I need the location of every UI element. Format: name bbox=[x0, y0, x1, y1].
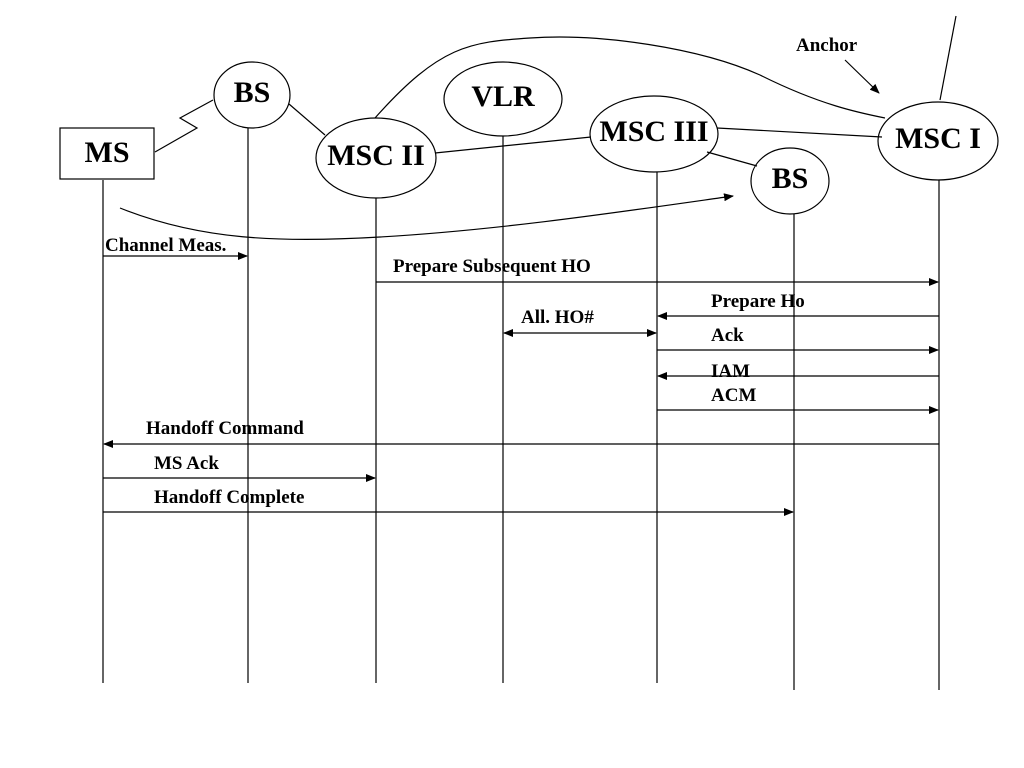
label-channel-meas: Channel Meas. bbox=[105, 235, 226, 256]
label-prepare-subsequent-ho: Prepare Subsequent HO bbox=[393, 256, 591, 277]
anchor-label: Anchor bbox=[796, 35, 858, 56]
label-ack: Ack bbox=[711, 325, 744, 346]
anchor-curve bbox=[374, 36, 886, 119]
vlr-node bbox=[443, 61, 563, 137]
msc-i-label: MSC I bbox=[895, 122, 981, 155]
link-msc-iii-bs bbox=[706, 151, 758, 167]
label-handoff-complete: Handoff Complete bbox=[154, 487, 304, 508]
label-acm: ACM bbox=[711, 385, 756, 406]
ms-label: MS bbox=[85, 136, 130, 169]
handoff-path-arrow bbox=[119, 193, 734, 241]
bs-left-node bbox=[213, 61, 291, 129]
vlr-label: VLR bbox=[471, 80, 535, 113]
label-prepare-ho: Prepare Ho bbox=[711, 291, 805, 312]
msc-i-node bbox=[877, 101, 999, 181]
label-handoff-command: Handoff Command bbox=[146, 418, 304, 439]
bs-left-label: BS bbox=[234, 76, 271, 109]
label-iam: IAM bbox=[711, 361, 750, 382]
link-msc-ii-msc-iii bbox=[434, 136, 592, 154]
label-all-ho: All. HO# bbox=[521, 307, 594, 328]
msc-i-antenna bbox=[939, 15, 957, 101]
msc-ii-label: MSC II bbox=[327, 139, 425, 172]
anchor-pointer bbox=[844, 59, 880, 94]
msc-iii-label: MSC III bbox=[599, 115, 708, 148]
link-msc-iii-msc-i bbox=[716, 127, 883, 138]
bs-right-node bbox=[750, 147, 830, 215]
bs-right-label: BS bbox=[772, 162, 809, 195]
msc-ii-node bbox=[315, 117, 437, 199]
ms-node bbox=[59, 127, 155, 180]
link-bs-msc-ii bbox=[288, 103, 326, 136]
msc-iii-node bbox=[589, 95, 719, 173]
radio-link-zigzag bbox=[154, 99, 214, 153]
label-ms-ack: MS Ack bbox=[154, 453, 219, 474]
